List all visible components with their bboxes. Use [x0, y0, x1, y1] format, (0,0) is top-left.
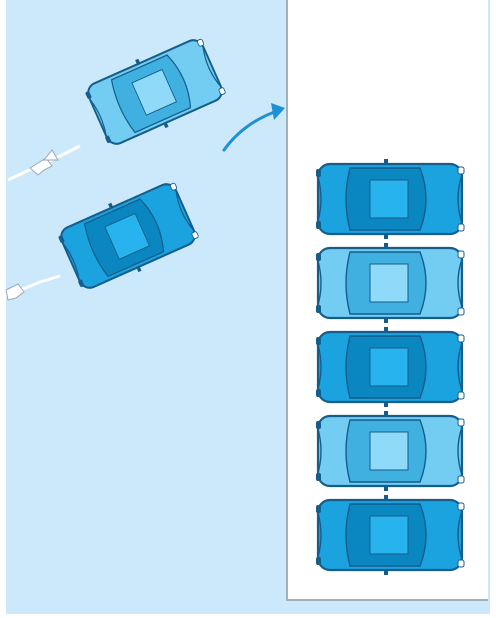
car-top-view-icon	[316, 327, 464, 407]
car-top-view-icon	[316, 243, 464, 323]
parked-car	[316, 495, 464, 575]
parked-car	[316, 159, 464, 239]
parked-car	[316, 411, 464, 491]
car-top-view-icon	[316, 159, 464, 239]
parked-car	[316, 243, 464, 323]
car-top-view-icon	[316, 495, 464, 575]
car-top-view-icon	[316, 411, 464, 491]
parked-car	[316, 327, 464, 407]
